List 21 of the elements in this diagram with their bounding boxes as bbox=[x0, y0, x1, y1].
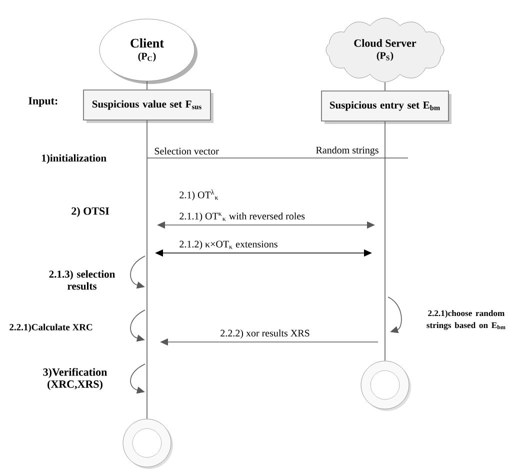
lifeline bbox=[384, 82, 386, 91]
message-label: 2.2.2) xor results XRS bbox=[220, 329, 310, 339]
message-label: Random strings bbox=[316, 146, 378, 156]
lifeline bbox=[146, 120, 148, 420]
step-label: 2.1.3) selection results bbox=[49, 270, 115, 290]
step-label: 2.2.1)choose random strings based on E$_{bm}$ bbox=[426, 310, 506, 330]
step-label: 1)initialization bbox=[42, 154, 106, 164]
lifeline bbox=[146, 80, 148, 90]
server-cloud: Cloud Server (P$_{S}$) bbox=[326, 18, 444, 82]
step-label: 2.2.1)Calculate XRC bbox=[10, 324, 92, 332]
end-circle bbox=[122, 418, 173, 469]
lifeline bbox=[384, 121, 386, 362]
message-label: Selection vector bbox=[154, 147, 219, 155]
message-label: 2.1.1) OT$^{κ}$$_{κ}$ with reversed roles bbox=[180, 212, 305, 222]
step-label: 2) OTSI bbox=[72, 207, 110, 217]
row-label: Input: bbox=[28, 97, 58, 107]
end-circle bbox=[360, 360, 411, 411]
message-label: 2.1.2) κ×OT$_{κ}$ extensions bbox=[180, 240, 278, 250]
input-box: Suspicious value set F$_{sus}$ bbox=[83, 90, 214, 123]
input-box: Suspicious entry set E$_{bm}$ bbox=[321, 90, 452, 124]
step-label: 3)Verification (XRC,XRS) bbox=[43, 368, 108, 390]
